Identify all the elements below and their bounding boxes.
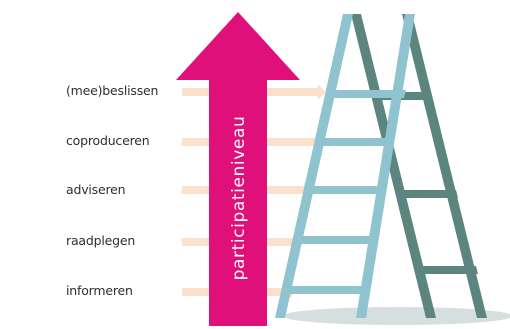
ladder-back-rung [419,266,478,274]
ladder-back-rung [400,190,458,198]
ladder-front-rung [316,138,395,146]
level-label-meebeslissen: (mee)beslissen [66,83,159,98]
ladder-front-leg [356,14,415,318]
ladder-front-leg [275,14,353,318]
ground-shadow [283,307,510,325]
participation-arrow [176,12,300,326]
level-label-raadplegen: raadplegen [66,233,136,248]
level-label-informeren: informeren [66,283,133,298]
ladder-back-leg [402,14,487,318]
level-label-coproduceren: coproduceren [66,133,150,148]
ladder-front-rung [328,90,406,98]
arrow-label: participatieniveau [229,116,249,281]
ladder-front-rung [304,186,384,194]
level-label-adviseren: adviseren [66,182,126,197]
ladder-front [275,14,415,318]
ladder-front-rung [292,236,374,244]
ladder-front-rung [281,286,362,294]
